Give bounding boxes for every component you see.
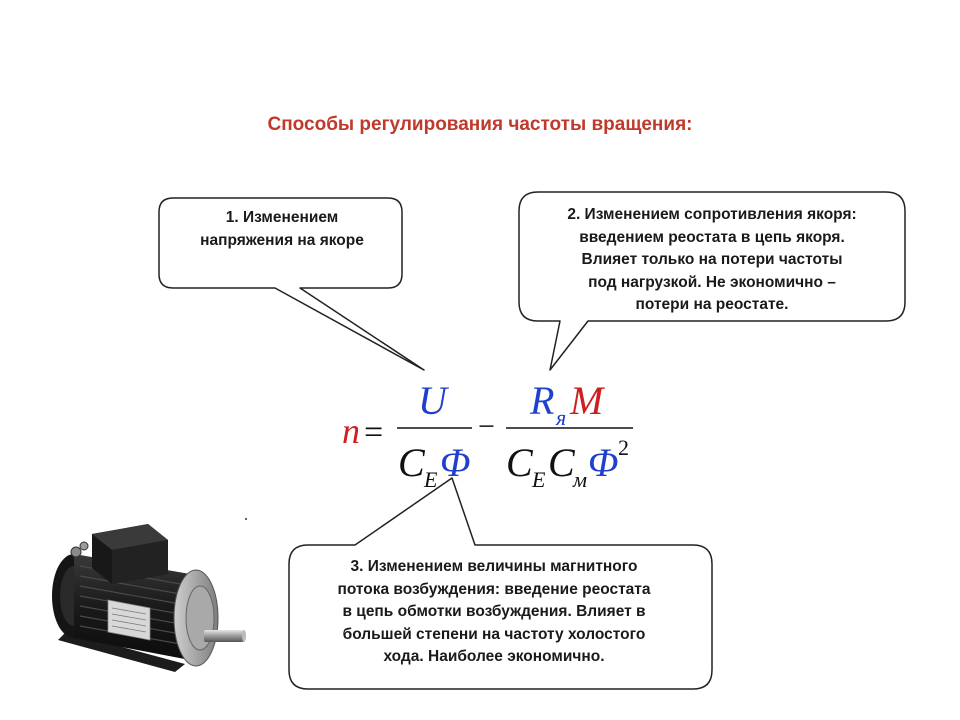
callout-line: хода. Наиболее экономично. [383,648,605,665]
formula-equals: = [364,414,383,451]
callout-line: потери на реостате. [635,296,789,313]
callout-line: потока возбуждения: введение реостата [337,580,651,598]
formula-n: n [342,411,360,451]
speed-formula: n = U C E Φ − R я M C E C м Φ 2 [342,378,633,492]
formula-sub-ya: я [555,405,566,430]
formula-C-E-2: C [506,440,534,485]
callout-line: введением реостата в цепь якоря. [579,228,845,246]
decorative-dot [245,518,247,520]
callout-line: в цепь обмотки возбуждения. Влияет в [342,603,646,620]
electric-motor-icon [52,524,246,672]
callout-line: под нагрузкой. Не экономично – [588,273,836,291]
callout-2-text: 2. Изменением сопротивления якоря: введе… [526,204,898,317]
formula-Phi-1: Φ [440,440,470,485]
formula-sub-E-2: E [531,467,546,492]
formula-U: U [418,378,450,423]
callout-line: Влияет только на потери частоты [581,251,843,268]
formula-sup-2: 2 [618,435,629,460]
formula-sub-E-1: E [423,467,438,492]
callout-1-text: 1. Изменением напряжения на якоре [168,207,396,252]
callout-3-bubble [288,477,713,690]
formula-M: M [569,378,606,423]
callout-3-text: 3. Изменением величины магнитного потока… [298,556,690,669]
callout-line: напряжения на якоре [200,231,364,249]
callout-2-bubble [518,191,906,371]
callout-line: 3. Изменением величины магнитного [350,558,638,575]
callout-line: большей степени на частоту холостого [342,625,646,643]
formula-minus: − [478,410,495,443]
formula-C-M: C [548,440,576,485]
formula-sub-m: м [572,467,587,492]
page-title: Способы регулирования частоты вращения: [267,114,693,135]
callout-1-bubble [158,197,425,371]
formula-Phi-2: Φ [588,440,618,485]
callout-line: 1. Изменением [225,209,339,226]
callout-line: 2. Изменением сопротивления якоря: [567,206,857,223]
formula-R: R [529,378,554,423]
formula-C-E-1: C [398,440,426,485]
